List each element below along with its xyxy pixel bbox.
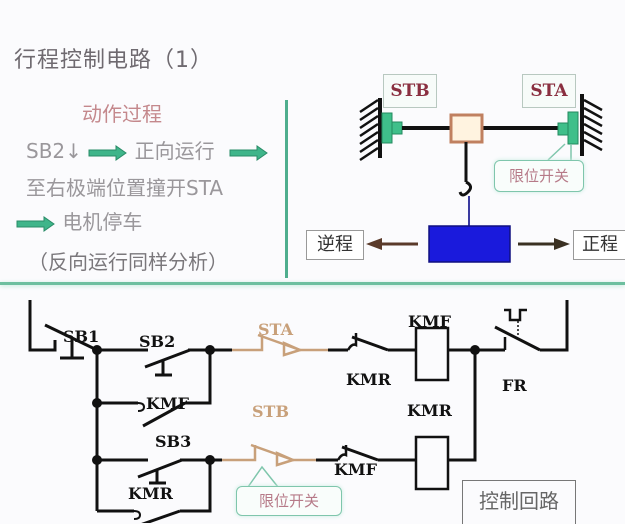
green-arrow-icon [16,215,55,232]
mechanism-diagram [359,94,603,263]
kmr-interlock-contact [351,335,389,352]
process-step-2: 至右极端位置撞开STA [26,176,224,200]
control-circuit [28,300,569,523]
right-limit-switch-icon [557,111,579,145]
process-heading: 动作过程 [82,102,162,126]
process-step-1-result: 正向运行 [134,139,215,163]
sb2-label: SB2 [139,332,176,351]
right-wall-icon [580,94,603,156]
limit-switch-callout: 限位开关 [494,160,584,192]
fr-thermal-icon [504,308,527,322]
sta-limit-contact [232,333,328,357]
process-note: （反向运行同样分析） [28,250,228,274]
junction-dots [92,345,480,465]
kmf-interlock-contact [341,445,379,462]
stb-limit-contact [222,443,316,467]
sb2-contact [144,348,191,369]
right-rail [540,300,569,352]
sb2-button-icon [155,361,172,377]
kmf-coil-label: KMF [408,312,451,331]
reverse-arrow-icon [366,238,418,250]
left-wall-icon [359,98,382,162]
cart-icon [428,225,511,263]
process-step-3-text: 电机停车 [62,210,143,234]
page-title: 行程控制电路（1） [14,48,213,73]
kmr-coil-label: KMR [407,401,452,420]
sb1-button-icon [60,337,84,360]
callout-pointer [547,143,572,161]
sta-label: STA [522,74,576,108]
sb3-contact [137,458,183,479]
kmf-hold-label: KMF [146,394,189,413]
sb3-button-icon [149,470,166,485]
callout-pointer [247,465,279,488]
kmf-hold-contact [142,401,186,428]
left-rail [28,300,57,352]
kmr-hold-contact [141,509,181,523]
horizontal-divider [0,282,625,285]
process-step-3: 电机停车 [16,206,142,235]
process-step-1: SB2↓ 正向运行 [26,135,269,164]
kmf-coil [414,326,450,382]
fr-contact [494,325,541,352]
kmr-hold-label: KMR [128,484,173,503]
reverse-direction-label: 逆程 [306,230,364,260]
vertical-divider [285,100,288,278]
forward-arrow-icon [518,238,570,250]
kmr-interlock-label: KMR [346,370,391,389]
green-arrow-icon [88,144,128,161]
process-step-1-trigger: SB2↓ [26,139,82,163]
stb-circuit-label: STB [252,402,289,421]
left-limit-switch-icon [381,112,403,144]
hook-icon [458,142,473,226]
fr-label: FR [502,376,527,395]
control-circuit-label: 控制回路 [462,480,576,524]
kmf-interlock-label: KMF [334,460,377,479]
green-arrow-icon [229,144,268,161]
forward-direction-label: 正程 [573,230,625,260]
slider-block-icon [449,113,484,144]
stb-label: STB [383,74,437,108]
circuit-limit-switch-callout: 限位开关 [236,486,342,516]
sb3-label: SB3 [155,432,192,451]
kmr-coil [414,435,450,491]
sb1-label: SB1 [63,327,100,346]
sta-circuit-label: STA [258,320,293,339]
